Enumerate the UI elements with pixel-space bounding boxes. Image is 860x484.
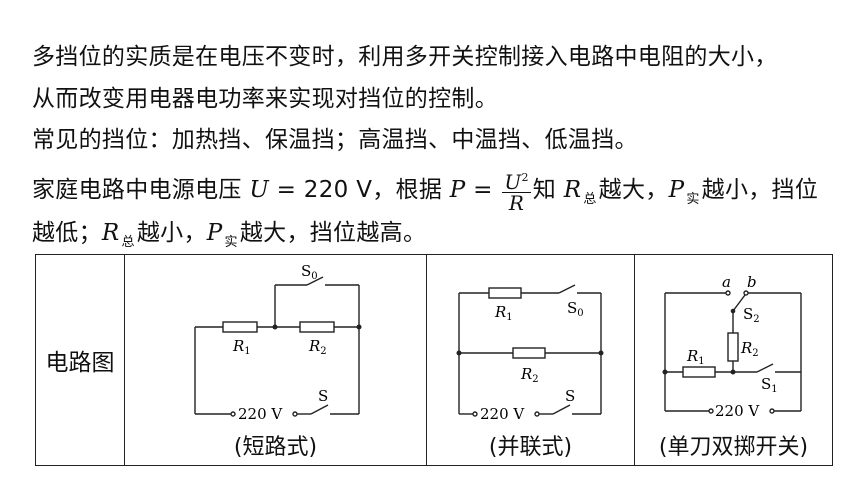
text-segment: 越低； — [32, 220, 102, 246]
resistor-r2-label: R2 — [308, 337, 327, 357]
subscript: 实 — [686, 192, 700, 207]
text-line-2: 从而改变用电器电功率来实现对挡位的控制。 — [32, 86, 498, 112]
fraction-denominator: R — [508, 191, 525, 215]
circuit-caption: (短路式) — [233, 435, 318, 460]
voltage-label: 220 V — [238, 405, 283, 423]
junction-dot — [272, 324, 278, 330]
text-segment: 越大， — [598, 177, 669, 203]
symbol-p: P — [206, 220, 223, 246]
switch-s0-label: S0 — [301, 262, 318, 282]
junction-dot — [356, 324, 362, 330]
circuit-caption: (单刀双掷开关) — [658, 435, 809, 460]
text-segment: 越小， — [136, 220, 207, 246]
junction-dot — [456, 350, 462, 356]
switch-s-label: S — [565, 387, 575, 405]
text-segment: = 220 V，根据 — [269, 177, 450, 203]
symbol-u: U — [249, 177, 269, 203]
text-segment: 越小，挡位 — [701, 177, 819, 203]
resistor-r2-label: R2 — [740, 339, 759, 359]
circuit-caption: (并联式) — [488, 435, 573, 460]
circuit-cell-spdt: a b S2 R2 R1 S1 220 V (单刀双掷开关) — [634, 254, 833, 466]
text-line-3: 常见的挡位：加热挡、保温挡；高温挡、中温挡、低温挡。 — [32, 127, 638, 153]
voltage-label: 220 V — [715, 402, 760, 420]
switch-s-label: S — [318, 387, 328, 405]
text-segment: 越大，挡位越高。 — [239, 220, 427, 246]
text-line-1: 多挡位的实质是在电压不变时，利用多开关控制接入电路中电阻的大小， — [32, 44, 778, 70]
circuit-diagram-spdt: a b S2 R2 R1 S1 220 V — [662, 273, 802, 420]
subscript: 实 — [224, 235, 238, 250]
subscript: 总 — [583, 192, 597, 207]
resistor-r1-label: R1 — [232, 337, 251, 357]
text-segment: 家庭电路中电源电压 — [32, 177, 250, 203]
row-label: 电路图 — [35, 254, 125, 466]
junction-dot — [730, 308, 736, 314]
junction-dot — [598, 350, 604, 356]
fraction-numerator: U2 — [502, 170, 531, 194]
subscript: 总 — [121, 235, 135, 250]
voltage-label: 220 V — [480, 405, 525, 423]
junction-dot — [662, 369, 668, 375]
text-segment: 知 — [532, 177, 564, 203]
resistor-r1-label: R1 — [494, 303, 513, 323]
resistor-r1-label: R1 — [686, 347, 705, 367]
circuit-cell-parallel: R1 S0 R2 S 220 V (并联式) — [426, 254, 635, 466]
circuit-diagram-parallel: R1 S0 R2 S 220 V — [456, 284, 604, 423]
circuit-diagram-short: S0 R1 R2 S 220 V — [194, 262, 362, 423]
symbol-p: P — [668, 177, 685, 203]
switch-s1-label: S1 — [761, 375, 778, 395]
symbol-p: P — [449, 177, 466, 203]
junction-dot — [730, 369, 736, 375]
switch-s2-label: S2 — [743, 305, 760, 325]
circuit-cell-short: S0 R1 R2 S 220 V (短路式) — [124, 254, 427, 466]
symbol-r: R — [101, 220, 120, 246]
resistor-r2-label: R2 — [520, 365, 539, 385]
switch-s0-label: S0 — [567, 299, 584, 319]
symbol-r: R — [563, 177, 582, 203]
text-segment: = — [465, 177, 501, 203]
terminal-a-label: a — [722, 273, 731, 291]
circuit-table: 电路图 — [35, 254, 833, 466]
terminal-b-label: b — [747, 273, 757, 291]
